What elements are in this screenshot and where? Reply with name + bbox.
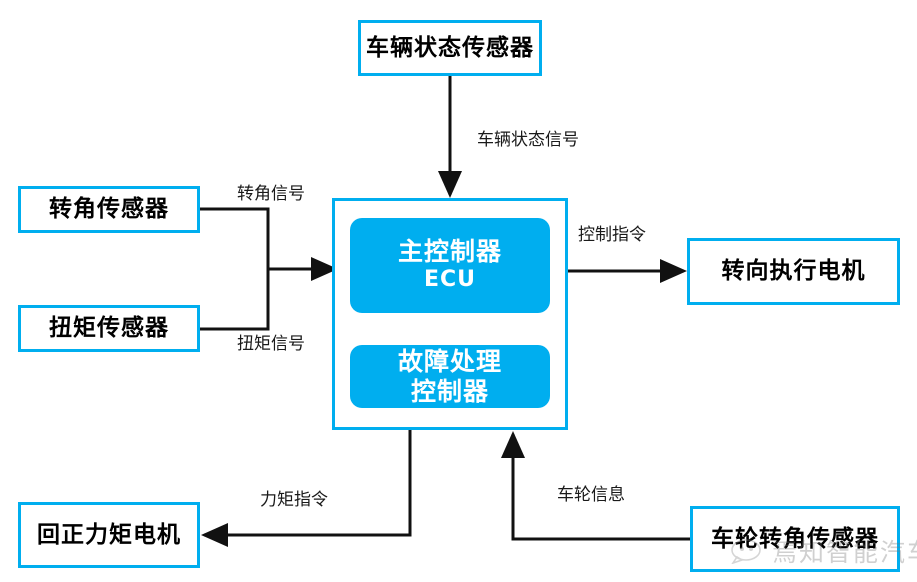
node-steering-angle-sensor[interactable]: 转角传感器 [18,186,200,233]
main-controller-title: 主控制器 [397,237,502,267]
wire-torque-sensor-to-junction [200,269,270,331]
fault-controller-title: 故障处理 [397,346,502,376]
edge-label-torque-signal: 扭矩信号 [237,334,305,354]
edge-label-torque-command: 力矩指令 [260,490,328,510]
ecu-container[interactable]: 主控制器 ECU 故障处理 控制器 [332,198,568,430]
node-label-wheel-angle-sensor: 车轮转角传感器 [711,525,879,552]
node-label-vehicle-state-sensor: 车辆状态传感器 [366,34,534,61]
node-torque-sensor[interactable]: 扭矩传感器 [18,305,200,352]
fault-controller-subtitle: 控制器 [410,376,489,406]
node-label-torque-sensor: 扭矩传感器 [49,315,169,342]
wire-ecu-to-return-torque-motor [201,430,412,547]
node-vehicle-state-sensor[interactable]: 车辆状态传感器 [358,20,542,76]
node-return-torque-motor[interactable]: 回正力矩电机 [18,502,200,568]
node-label-return-torque-motor: 回正力矩电机 [37,521,181,548]
edge-label-wheel-info: 车轮信息 [557,485,625,505]
node-steering-actuator-motor[interactable]: 转向执行电机 [687,238,900,305]
main-controller-subtitle: ECU [423,267,477,293]
node-wheel-angle-sensor[interactable]: 车轮转角传感器 [690,506,900,572]
wire-angle-sensor-to-junction [200,207,270,269]
node-main-controller-ecu[interactable]: 主控制器 ECU [350,218,550,313]
edge-label-vehicle-state-signal: 车辆状态信号 [477,130,579,150]
node-label-steering-actuator-motor: 转向执行电机 [721,258,866,285]
node-fault-handling-controller[interactable]: 故障处理 控制器 [350,345,550,408]
edge-label-control-command: 控制指令 [578,225,646,245]
edge-label-angle-signal: 转角信号 [237,184,305,204]
node-label-steering-angle-sensor: 转角传感器 [49,196,169,223]
